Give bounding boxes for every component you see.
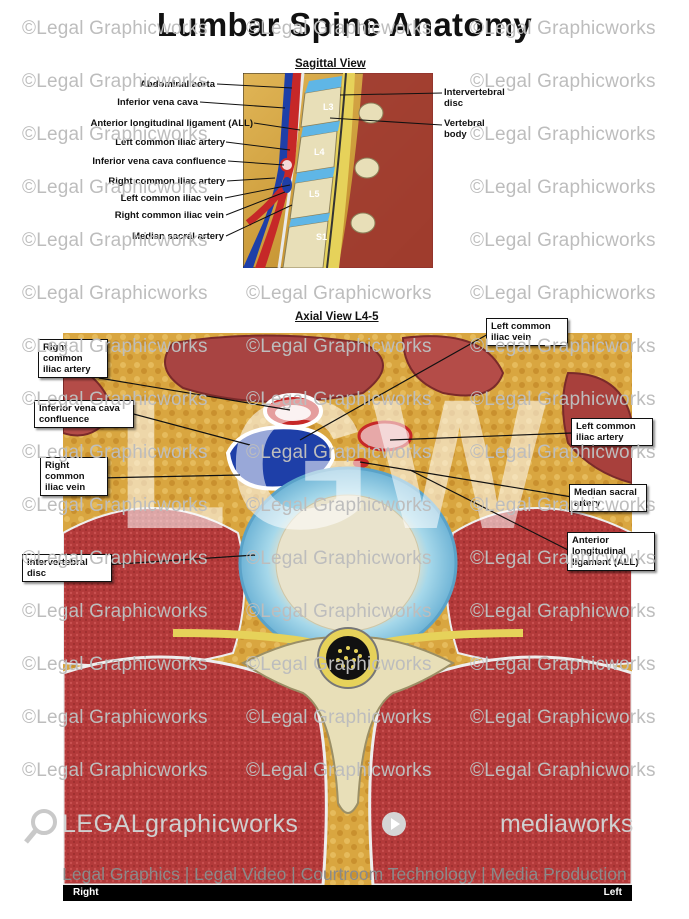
watermark: ©Legal Graphicworks [22, 548, 208, 569]
callout-median-sacral-artery: Median sacral artery [569, 484, 647, 512]
watermark: ©Legal Graphicworks [470, 601, 656, 622]
watermark: ©Legal Graphicworks [246, 601, 432, 622]
callout-right-common-iliac-vein: Right common iliac vein [40, 457, 108, 496]
watermark: ©Legal Graphicworks [22, 177, 208, 198]
watermark: ©Legal Graphicworks [470, 18, 656, 39]
watermark: ©Legal Graphicworks [470, 124, 656, 145]
watermark: ©Legal Graphicworks [22, 71, 208, 92]
watermark: ©Legal Graphicworks [470, 336, 656, 357]
label-median-sacral-artery: Median sacral artery [132, 231, 224, 242]
callout-intervertebral-disc: Intervertebral disc [22, 554, 112, 582]
watermark: ©Legal Graphicworks [22, 336, 208, 357]
vertebra-label-l3: L3 [323, 102, 334, 112]
watermark: ©Legal Graphicworks [470, 495, 656, 516]
watermark: ©Legal Graphicworks [470, 707, 656, 728]
label-right-common-iliac-artery: Right common iliac artery [108, 176, 225, 187]
label-left-common-iliac-vein: Left common iliac vein [120, 193, 223, 204]
watermark: ©Legal Graphicworks [22, 601, 208, 622]
watermark: ©Legal Graphicworks [246, 336, 432, 357]
axial-view-title: Axial View L4-5 [295, 311, 379, 323]
watermark: ©Legal Graphicworks [246, 707, 432, 728]
watermark: ©Legal Graphicworks [470, 283, 656, 304]
label-right-common-iliac-vein: Right common iliac vein [114, 210, 224, 221]
watermark: ©Legal Graphicworks [22, 707, 208, 728]
callout-anterior-longitudinal-ligament: Anterior longitudinal ligament (ALL) [567, 532, 655, 571]
watermark: ©Legal Graphicworks [470, 230, 656, 251]
label-intervertebral-disc-sagittal: Intervertebral disc [444, 87, 505, 109]
axial-illustration: LGW [63, 333, 632, 885]
watermark: ©Legal Graphicworks [22, 442, 208, 463]
watermark: ©Legal Graphicworks [470, 71, 656, 92]
sagittal-view-title: Sagittal View [295, 58, 366, 70]
lgw-watermark: LGW [115, 362, 547, 568]
mediaworks-logo: mediaworks [500, 810, 634, 838]
callout-left-common-iliac-artery: Left common iliac artery [571, 418, 653, 446]
watermark: ©Legal Graphicworks [22, 18, 208, 39]
footer-tagline: Legal Graphics | Legal Video | Courtroom… [62, 864, 627, 884]
watermark: ©Legal Graphicworks [246, 283, 432, 304]
watermark: ©Legal Graphicworks [22, 760, 208, 781]
sagittal-illustration [243, 73, 433, 268]
label-vertebral-body: Vertebral body [444, 118, 485, 140]
watermark: ©Legal Graphicworks [470, 654, 656, 675]
watermark: ©Legal Graphicworks [246, 442, 432, 463]
label-anterior-longitudinal-ligament: Anterior longitudinal ligament (ALL) [90, 118, 253, 129]
label-ivc-confluence: Inferior vena cava confluence [92, 156, 226, 167]
vertebra-label-l4: L4 [314, 147, 325, 157]
watermark: ©Legal Graphicworks [470, 548, 656, 569]
play-icon [382, 812, 406, 836]
watermark: ©Legal Graphicworks [246, 18, 432, 39]
magnifier-icon [24, 809, 57, 844]
watermark: ©Legal Graphicworks [470, 442, 656, 463]
watermark: ©Legal Graphicworks [22, 389, 208, 410]
orientation-bar: Right Left [63, 885, 632, 901]
page-title: Lumbar Spine Anatomy [156, 6, 533, 43]
watermark: ©Legal Graphicworks [22, 283, 208, 304]
watermark: ©Legal Graphicworks [246, 654, 432, 675]
sagittal-leader-lines [199, 83, 443, 237]
callout-ivc-confluence: Inferior vena cava confluence [34, 400, 134, 428]
callout-left-common-iliac-vein: Left common iliac vein [486, 318, 568, 346]
vertebra-label-s1: S1 [316, 232, 328, 242]
orientation-left-label: Left [603, 887, 622, 898]
watermark: ©Legal Graphicworks [246, 389, 432, 410]
callout-right-common-iliac-artery: Right common iliac artery [38, 339, 108, 378]
watermark: ©Legal Graphicworks [246, 548, 432, 569]
watermark: ©Legal Graphicworks [470, 177, 656, 198]
watermark: ©Legal Graphicworks [22, 230, 208, 251]
watermark: ©Legal Graphicworks [22, 654, 208, 675]
watermark: ©Legal Graphicworks [246, 495, 432, 516]
label-left-common-iliac-artery: Left common iliac artery [115, 137, 225, 148]
vertebra-label-l5: L5 [309, 189, 320, 199]
watermark: ©Legal Graphicworks [22, 124, 208, 145]
watermark: ©Legal Graphicworks [246, 760, 432, 781]
watermark: ©Legal Graphicworks [470, 760, 656, 781]
legal-graphicworks-logo: LEGALgraphicworks [62, 810, 299, 838]
label-abdominal-aorta: Abdominal aorta [140, 79, 215, 90]
orientation-right-label: Right [73, 887, 99, 898]
watermark: ©Legal Graphicworks [470, 389, 656, 410]
watermark: ©Legal Graphicworks [22, 495, 208, 516]
label-inferior-vena-cava: Inferior vena cava [117, 97, 198, 108]
